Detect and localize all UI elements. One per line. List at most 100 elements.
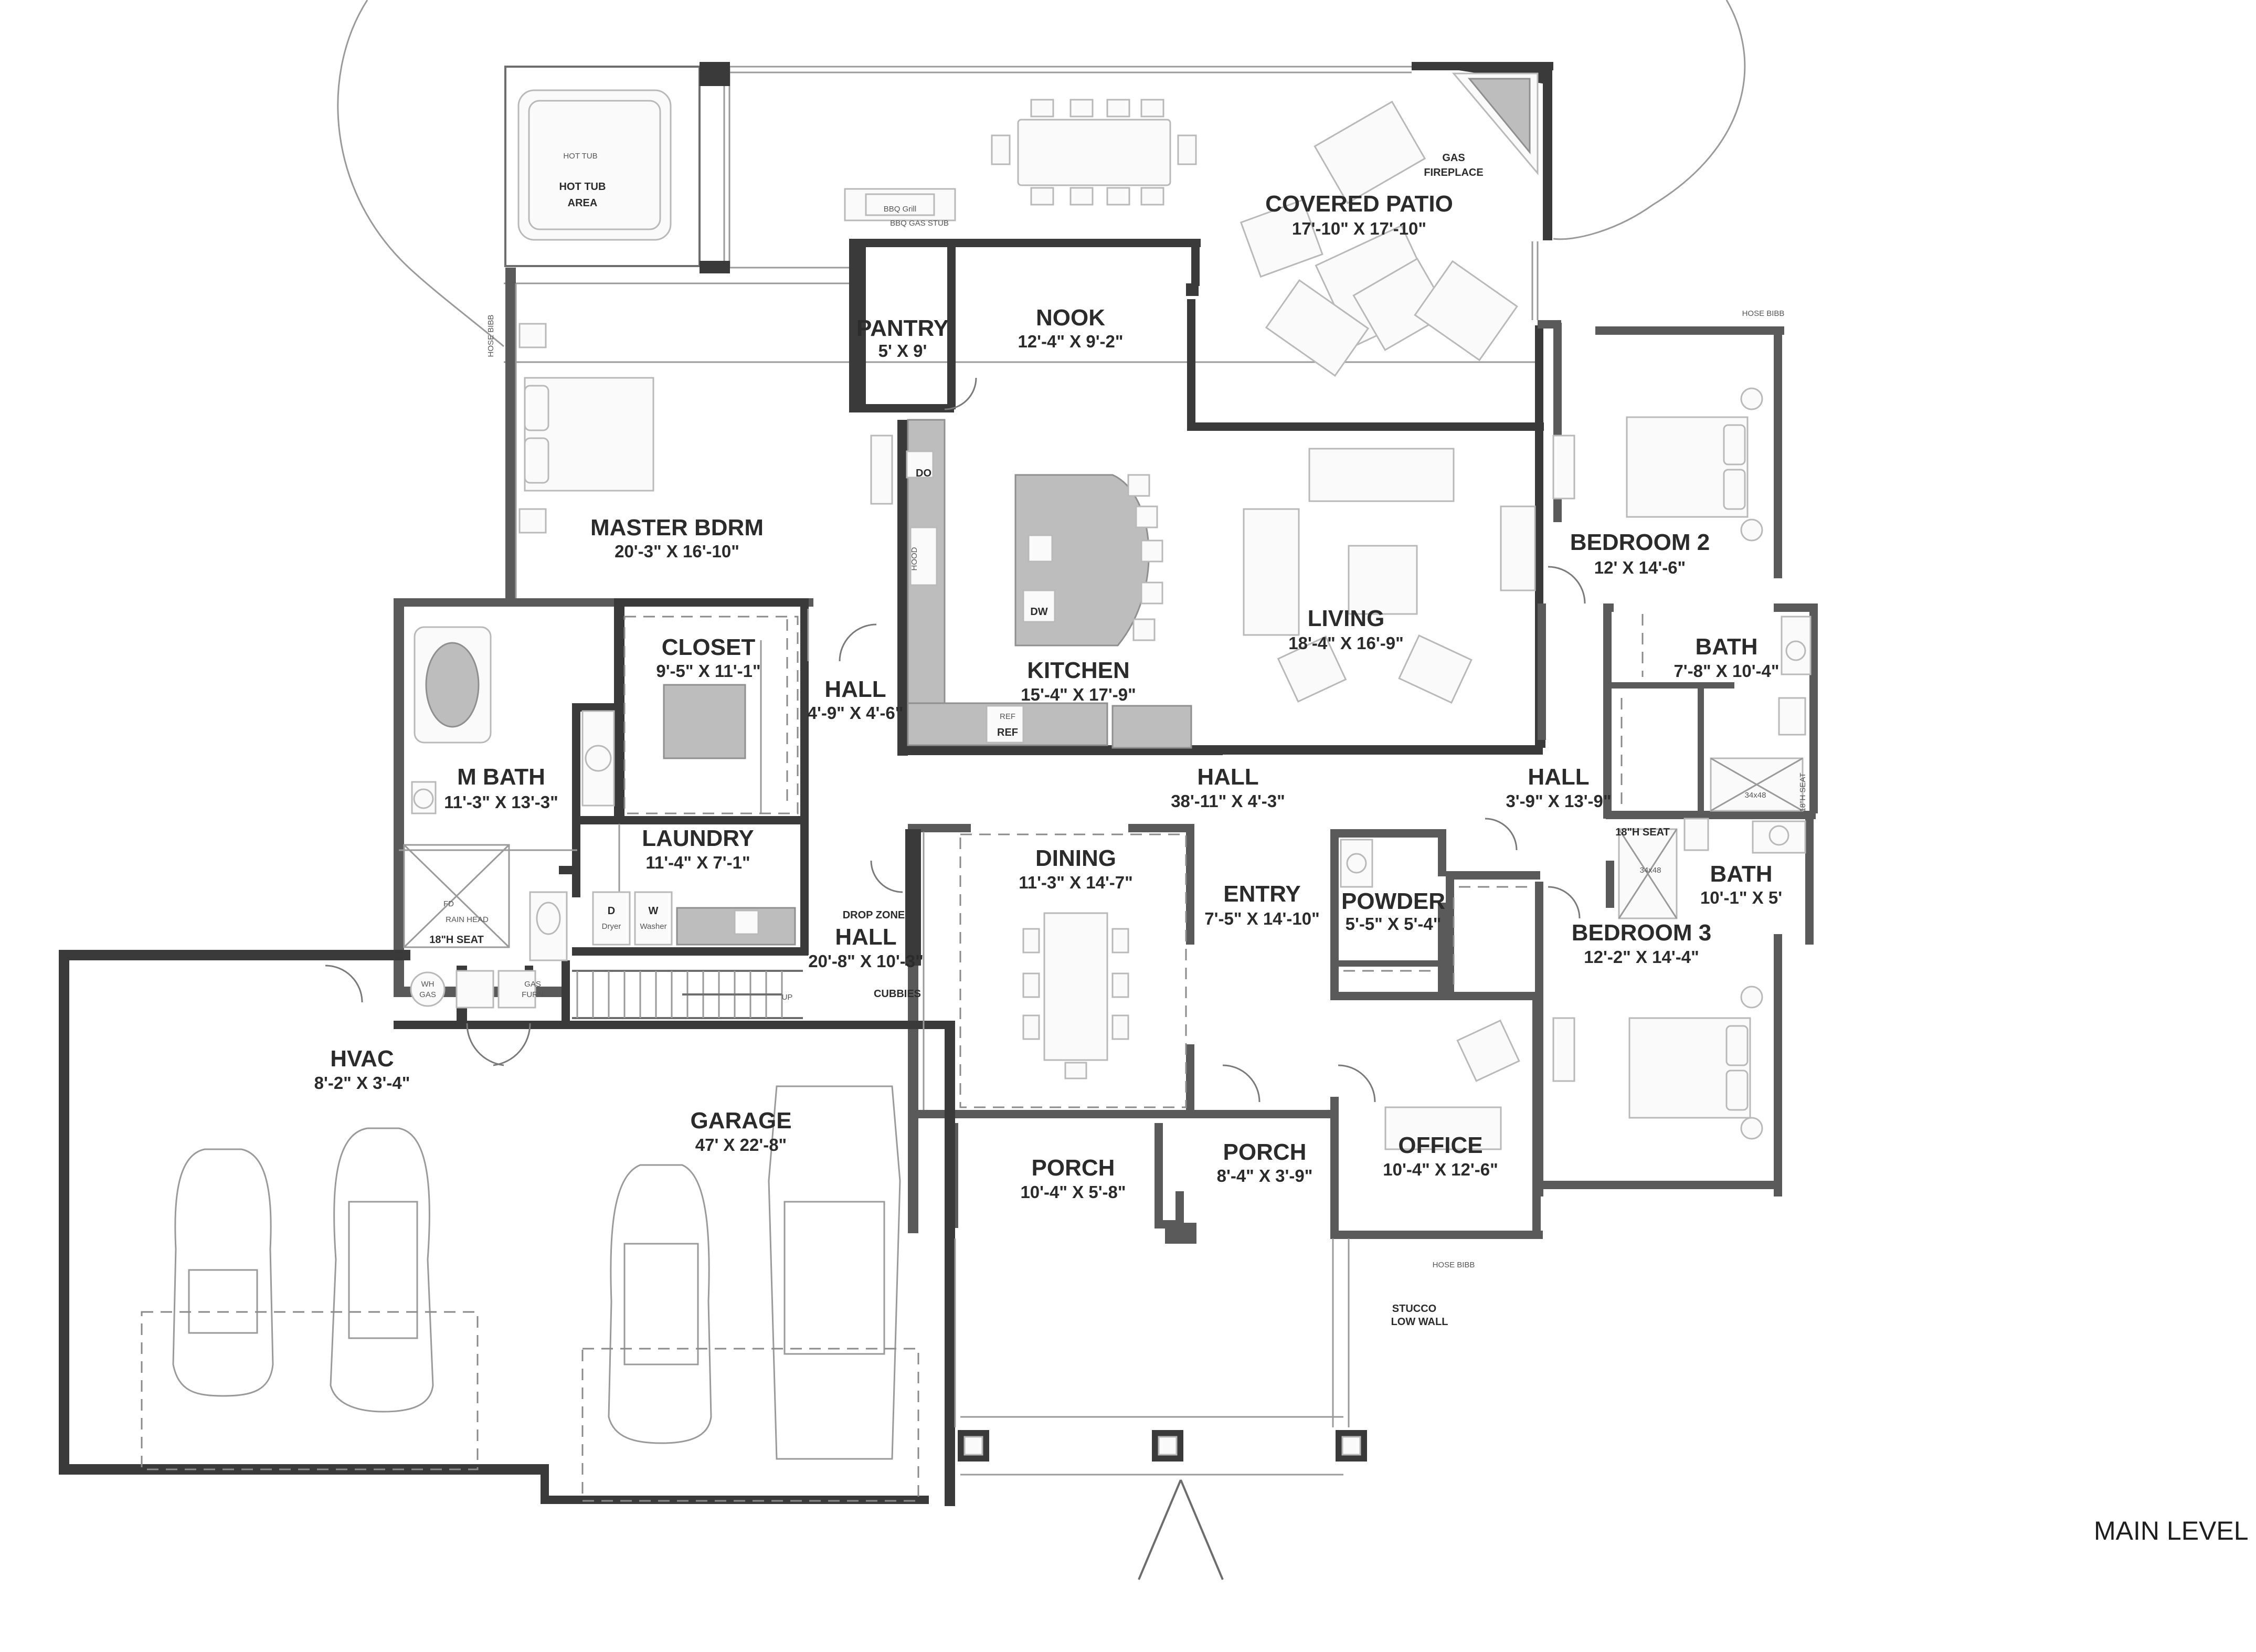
room-dims-bedroom2: 12' X 14'-6": [1594, 558, 1686, 577]
bbq-grill: BBQ Grill BBQ GAS STUB: [844, 188, 956, 228]
wh-gas-label: GAS: [419, 990, 436, 999]
stucco-label-2: LOW WALL: [1391, 1316, 1448, 1328]
hot-tub-area-label-2: AREA: [568, 197, 598, 209]
room-labels: COVERED PATIO 17'-10" X 17'-10" PANTRY 5…: [314, 191, 1782, 1202]
room-name-porch-a: PORCH: [1032, 1155, 1115, 1181]
room-dims-office: 10'-4" X 12'-6": [1383, 1160, 1498, 1179]
room-name-nook: NOOK: [1036, 305, 1105, 331]
hose-bibb-label-2: HOSE BIBB: [486, 315, 495, 357]
room-dims-kitchen: 15'-4" X 17'-9": [1021, 685, 1136, 704]
ref-small-label: REF: [1000, 712, 1015, 721]
do-label: DO: [916, 468, 931, 479]
room-name-hvac: HVAC: [330, 1046, 394, 1072]
hood-label: HOOD: [910, 547, 919, 570]
room-dims-living: 18'-4" X 16'-9": [1288, 633, 1403, 653]
hose-bibb-label-3: HOSE BIBB: [1433, 1261, 1475, 1269]
hot-tub-area: HOT TUB HOT TUB AREA: [504, 66, 701, 267]
bbq-grill-label: BBQ Grill: [884, 205, 917, 214]
room-name-kitchen: KITCHEN: [1027, 658, 1130, 683]
wh-label: WH: [421, 980, 435, 989]
bath-a-shower-size: 34x48: [1745, 791, 1766, 800]
room-name-pantry: PANTRY: [856, 315, 949, 341]
room-name-bedroom2: BEDROOM 2: [1570, 530, 1710, 555]
stairs-up-label: UP: [782, 993, 793, 1002]
front-porch-posts: [954, 1238, 1367, 1580]
site-arc-left: [337, 0, 504, 347]
room-dims-bath-a: 7'-8" X 10'-4": [1674, 661, 1779, 681]
dryer-d-label: D: [608, 905, 615, 917]
room-dims-nook: 12'-4" X 9'-2": [1018, 332, 1123, 351]
covered-patio-outline: [504, 66, 1543, 363]
master-bath-fixtures: FD RAIN HEAD 18"H SEAT: [403, 626, 615, 961]
closet-fixtures: [623, 616, 799, 814]
room-name-powder: POWDER: [1341, 888, 1445, 914]
room-dims-closet: 9'-5" X 11'-1": [656, 661, 760, 681]
room-name-hall-a: HALL: [824, 676, 886, 702]
room-dims-porch-a: 10'-4" X 5'-8": [1020, 1182, 1126, 1202]
room-dims-dining: 11'-3" X 14'-7": [1019, 873, 1133, 892]
room-name-garage: GARAGE: [690, 1108, 791, 1134]
dining-furniture: [959, 833, 1187, 1108]
master-bed: [518, 323, 893, 534]
room-dims-hall-b: 3'-9" X 13'-9": [1506, 791, 1611, 811]
room-dims-powder: 5'-5" X 5'-4": [1346, 914, 1442, 934]
hot-tub-label: HOT TUB: [563, 152, 597, 161]
mechanical-and-stairs: WH GAS GAS FURN UP: [410, 970, 803, 1019]
stucco-label-1: STUCCO: [1392, 1303, 1436, 1315]
ref-label: REF: [997, 727, 1018, 738]
kitchen-fixtures: DO DW REF REF HOOD: [906, 419, 1192, 749]
bedroom2-furniture: [1552, 387, 1763, 542]
dryer-label: Dryer: [602, 922, 621, 931]
room-name-m-bath: M BATH: [457, 764, 545, 790]
patio-dining-set: [991, 99, 1197, 206]
room-dims-hvac: 8'-2" X 3'-4": [314, 1073, 410, 1093]
washer-label: Washer: [640, 922, 666, 931]
room-name-covered-patio: COVERED PATIO: [1265, 191, 1453, 217]
garage-cars: [141, 1085, 919, 1502]
room-name-bath-a: BATH: [1696, 634, 1758, 660]
room-name-office: OFFICE: [1398, 1132, 1482, 1158]
patio-lounge-furniture: [1240, 100, 1518, 377]
room-dims-porch-b: 8'-4" X 3'-9": [1217, 1166, 1313, 1185]
living-furniture: [1243, 448, 1536, 704]
gas-furn-label-2: FURN: [522, 990, 544, 999]
fd-label: FD: [443, 899, 454, 908]
stair-treads: [572, 970, 803, 1019]
gas-fireplace-label-1: GAS: [1442, 152, 1465, 164]
room-name-hall-main: HALL: [1197, 764, 1258, 790]
room-dims-hall-c: 20'-8" X 10'-3": [808, 951, 923, 971]
room-name-hall-c: HALL: [835, 924, 896, 950]
bath-a-seat-label: 18"H SEAT: [1798, 772, 1807, 812]
cubbies-label: CUBBIES: [874, 988, 921, 1000]
bath-b-fixtures: 34x48 18"H SEAT: [1615, 818, 1806, 919]
room-name-closet: CLOSET: [662, 634, 756, 660]
room-dims-bath-b: 10'-1" X 5': [1700, 888, 1782, 907]
bath-a-fixtures: 34x48 18"H SEAT: [1710, 616, 1812, 812]
room-name-bath-b: BATH: [1710, 861, 1773, 887]
washer-w-label: W: [649, 905, 659, 917]
room-name-entry: ENTRY: [1223, 881, 1301, 907]
master-bath-seat-label: 18"H SEAT: [429, 934, 484, 946]
room-name-bedroom3: BEDROOM 3: [1572, 920, 1711, 946]
bbq-gas-stub-label: BBQ GAS STUB: [890, 219, 949, 228]
room-dims-entry: 7'-5" X 14'-10": [1204, 909, 1319, 928]
room-name-porch-b: PORCH: [1223, 1139, 1307, 1165]
exterior-walls: [59, 239, 1818, 1506]
hot-tub-area-label-1: HOT TUB: [559, 181, 606, 193]
site-arc-right: [1553, 0, 1746, 240]
bedroom3-furniture: [1552, 986, 1763, 1140]
door-swings: [325, 377, 1586, 1103]
hose-bibb-label-1: HOSE BIBB: [1742, 309, 1785, 318]
room-dims-pantry: 5' X 9': [878, 341, 927, 361]
gas-fireplace: GAS FIREPLACE: [1424, 72, 1539, 178]
room-name-master-bdrm: MASTER BDRM: [590, 515, 764, 541]
room-name-dining: DINING: [1035, 845, 1116, 871]
room-dims-hall-a: 4'-9" X 4'-6": [808, 703, 904, 723]
dw-label: DW: [1030, 606, 1047, 618]
drop-zone-label: DROP ZONE: [843, 909, 905, 921]
room-dims-covered-patio: 17'-10" X 17'-10": [1292, 219, 1426, 238]
room-dims-laundry: 11'-4" X 7'-1": [645, 853, 750, 872]
room-name-living: LIVING: [1308, 606, 1385, 631]
powder-fixtures: [1340, 839, 1373, 888]
